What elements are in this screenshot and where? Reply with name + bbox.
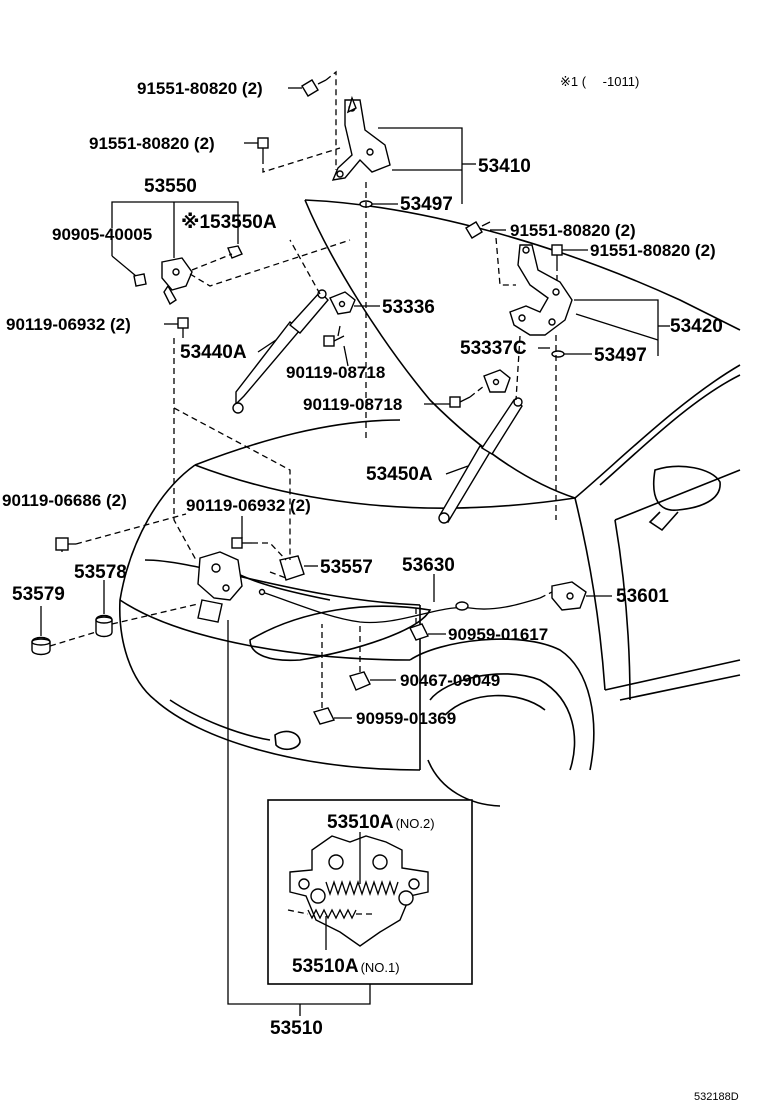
label-53510A-no1-number: 53510A bbox=[292, 956, 359, 977]
clip-53550A bbox=[227, 245, 243, 259]
bracket-53337C bbox=[483, 369, 511, 393]
label-53510: 53510 bbox=[270, 1018, 323, 1039]
label-53336: 53336 bbox=[382, 297, 435, 318]
release-lever-53601 bbox=[551, 581, 587, 611]
label-53450A: 53450A bbox=[366, 464, 433, 485]
leader-lines bbox=[40, 70, 670, 1016]
car-body-outline bbox=[119, 199, 741, 807]
label-53550A: ※153550A bbox=[181, 212, 277, 233]
bracket-53557 bbox=[279, 555, 305, 581]
clip-90959-01369 bbox=[312, 707, 336, 725]
bolt-91551-right-b bbox=[551, 244, 563, 265]
label-90119-06932-a: 90119-06932 (2) bbox=[6, 315, 131, 334]
inset-box bbox=[267, 799, 473, 985]
label-53337C: 53337C bbox=[460, 338, 527, 359]
bolt-91551-top bbox=[301, 79, 327, 97]
bolt-90119-08718-a bbox=[323, 335, 345, 347]
label-53630: 53630 bbox=[402, 555, 455, 576]
label-53578: 53578 bbox=[74, 562, 127, 583]
bolt-90119-06932-a bbox=[177, 317, 189, 338]
footer-code: 532188D bbox=[694, 1091, 739, 1103]
label-91551-second: 91551-80820 (2) bbox=[89, 134, 215, 153]
cushion-53578 bbox=[95, 614, 113, 638]
label-53579: 53579 bbox=[12, 584, 65, 605]
label-53557: 53557 bbox=[320, 557, 373, 578]
label-91551-right-a: 91551-80820 (2) bbox=[510, 221, 636, 240]
bolt-90119-08718-b bbox=[449, 396, 471, 408]
labels: ※1 ( -1011) 91551-80820 (2) 91551-80820 … bbox=[2, 74, 739, 1103]
cushion-53579 bbox=[31, 636, 51, 656]
note-label: ※1 ( -1011) bbox=[560, 74, 639, 89]
release-cable-53630 bbox=[258, 588, 541, 624]
bolt-90119-06686 bbox=[55, 537, 76, 551]
label-53550: 53550 bbox=[144, 176, 197, 197]
label-53510A-no2-number: 53510A bbox=[327, 812, 394, 833]
clip-90959-01617 bbox=[409, 623, 429, 641]
hood-hinge-left bbox=[331, 95, 391, 181]
label-53510A-no2-suffix: (NO.2) bbox=[396, 816, 435, 831]
bolt-90119-06932-b bbox=[231, 537, 252, 549]
washer-53497-right bbox=[551, 350, 565, 358]
label-53510A-no1-suffix: (NO.1) bbox=[361, 960, 400, 975]
bolt-91551-right-a bbox=[465, 221, 491, 239]
label-90959-01369: 90959-01369 bbox=[356, 709, 456, 728]
hood-support-53450A bbox=[438, 397, 523, 524]
label-90959-01617: 90959-01617 bbox=[448, 625, 548, 644]
label-53410: 53410 bbox=[478, 156, 531, 177]
clip-90905-40005 bbox=[133, 273, 147, 287]
hood-lock-53510 bbox=[197, 551, 243, 623]
label-53510A-no1: 53510A(NO.1) bbox=[292, 956, 400, 977]
label-91551-top: 91551-80820 (2) bbox=[137, 79, 263, 98]
label-90119-06932-b: 90119-06932 (2) bbox=[186, 496, 311, 515]
label-53497-left: 53497 bbox=[400, 194, 453, 215]
clip-90467-09049 bbox=[349, 671, 371, 691]
bolt-91551-second bbox=[257, 137, 269, 158]
label-53601: 53601 bbox=[616, 586, 669, 607]
hood-support-53440A bbox=[232, 289, 329, 414]
hood-hinge-right bbox=[509, 244, 573, 336]
hood-lock-53550 bbox=[161, 257, 193, 306]
label-90119-08718-a: 90119-08718 bbox=[286, 363, 385, 382]
label-90905-40005: 90905-40005 bbox=[52, 225, 152, 244]
label-91551-right-b: 91551-80820 (2) bbox=[590, 241, 716, 260]
label-90467-09049: 90467-09049 bbox=[400, 671, 500, 690]
label-53440A: 53440A bbox=[180, 342, 247, 363]
label-90119-08718-b: 90119-08718 bbox=[303, 395, 402, 414]
label-90119-06686: 90119-06686 (2) bbox=[2, 491, 127, 510]
bracket-53336 bbox=[329, 291, 356, 315]
label-53510A-no2: 53510A(NO.2) bbox=[327, 812, 435, 833]
label-53497-right: 53497 bbox=[594, 345, 647, 366]
label-53420: 53420 bbox=[670, 316, 723, 337]
